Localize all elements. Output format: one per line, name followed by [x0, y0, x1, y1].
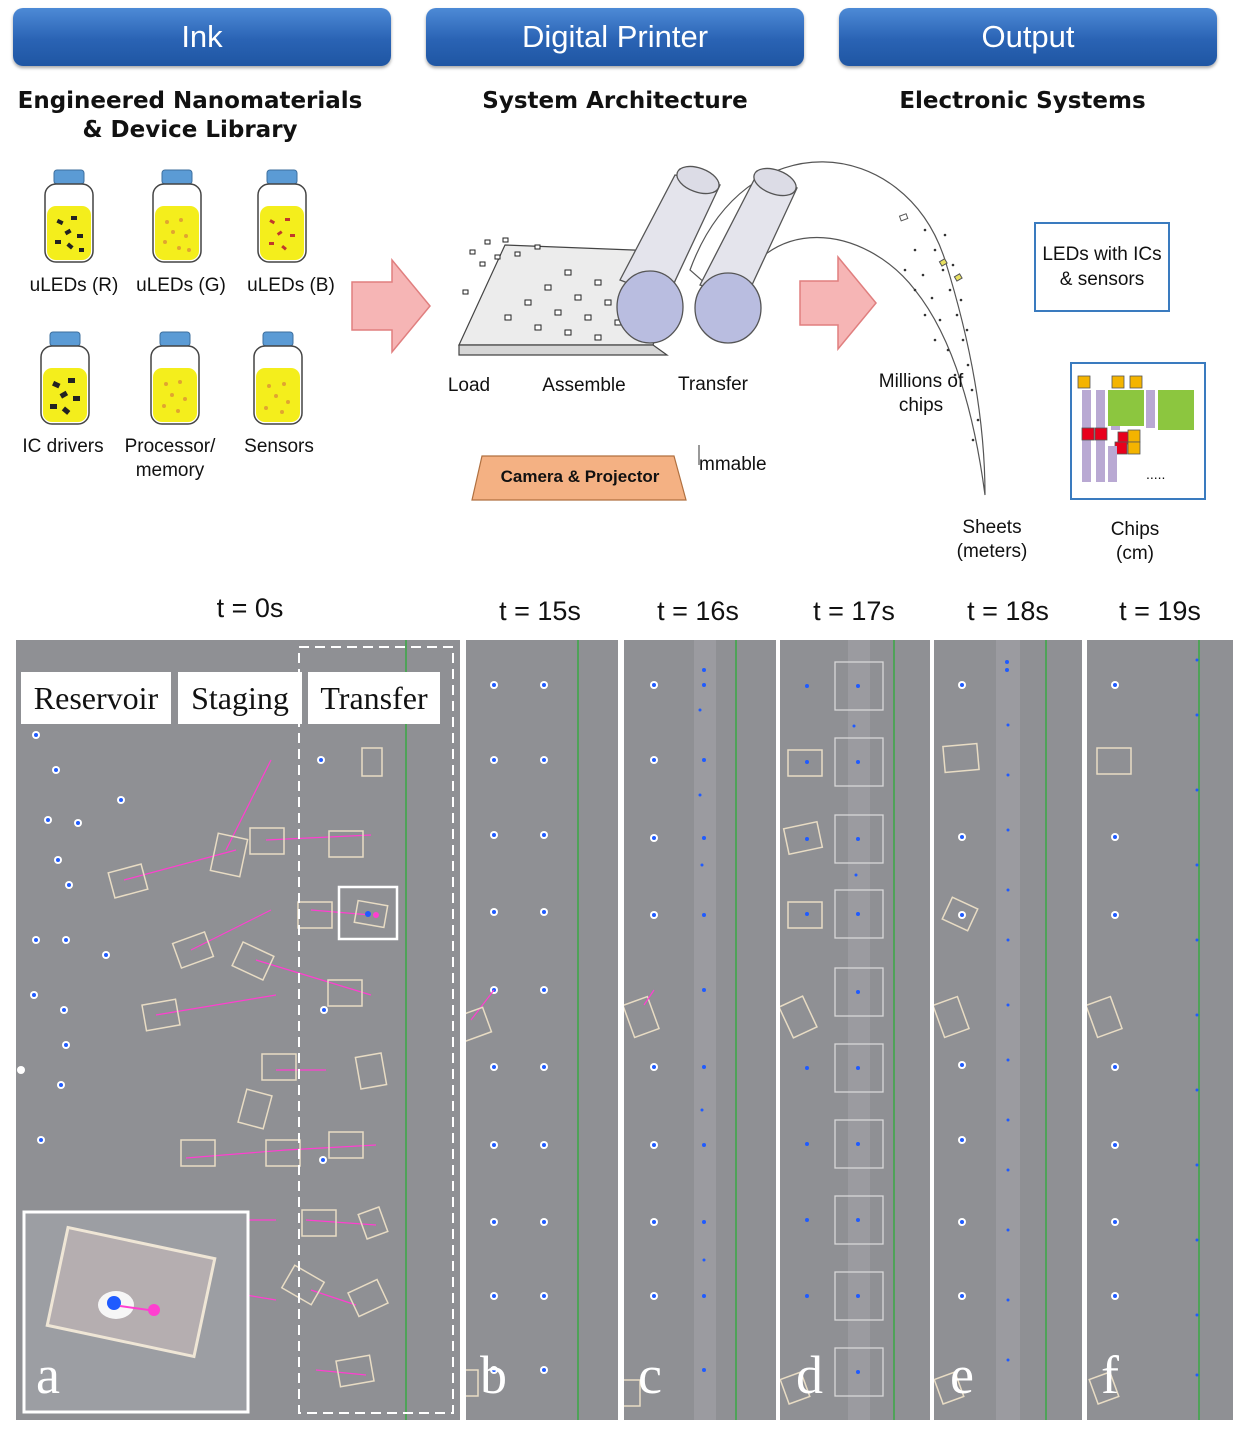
chip-layout-graphic — [1070, 362, 1206, 500]
zone-label-staging: Staging — [178, 672, 302, 724]
camera-projector-label: Camera & Projector — [500, 467, 660, 486]
jar-sensors — [253, 331, 303, 425]
jar-uleds-r — [44, 169, 94, 263]
subtitle-output: Electronic Systems — [899, 88, 1146, 114]
camera-projector-box — [471, 455, 687, 501]
panel-letter-c: c — [638, 1345, 662, 1405]
programmable-fragment-label: mmable — [699, 454, 767, 475]
label-load: Load — [447, 375, 491, 396]
micrograph-panel-e: e — [934, 640, 1082, 1420]
micrograph-panel-b: b — [466, 640, 618, 1420]
subtitle-printer: System Architecture — [482, 88, 748, 114]
time-label-17: t = 17s — [813, 596, 895, 626]
label-uleds-b: uLEDs (B) — [247, 275, 335, 296]
panel-letter-b: b — [480, 1345, 507, 1405]
label-uleds-r: uLEDs (R) — [29, 275, 119, 296]
panel-letter-d: d — [796, 1345, 823, 1405]
label-chips-cm: Chips (cm) — [1110, 519, 1160, 564]
subtitle-ink: Engineered Nanomaterials & Device Librar… — [17, 88, 363, 143]
label-uleds-g: uLEDs (G) — [136, 275, 226, 296]
micrograph-panel-c: c — [624, 640, 776, 1420]
panel-letter-f: f — [1101, 1345, 1119, 1405]
header-output: Output — [839, 8, 1217, 66]
label-assemble: Assemble — [542, 375, 626, 396]
micrograph-panel-f: f — [1087, 640, 1233, 1420]
jar-processor-memory — [150, 331, 200, 425]
header-digital-printer: Digital Printer — [426, 8, 804, 66]
zone-label-transfer: Transfer — [308, 672, 440, 724]
label-ic-drivers: IC drivers — [22, 436, 104, 457]
panel-letter-e: e — [950, 1345, 974, 1405]
time-label-0: t = 0s — [216, 593, 284, 623]
printer-architecture-graphic — [458, 161, 986, 496]
header-ink: Ink — [13, 8, 391, 66]
label-sensors: Sensors — [244, 436, 314, 457]
micrograph-panel-d: d — [780, 640, 930, 1420]
arrow-right-icon — [351, 258, 431, 354]
arrow-right-icon — [799, 255, 877, 351]
label-transfer: Transfer — [677, 374, 749, 395]
leds-ics-sensors-box: LEDs with ICs & sensors — [1034, 222, 1170, 312]
jar-uleds-b — [257, 169, 307, 263]
panel-letter-a: a — [36, 1345, 60, 1405]
label-sheets-meters: Sheets (meters) — [956, 517, 1028, 562]
micrograph-panel-a: a — [16, 640, 460, 1420]
time-label-18: t = 18s — [967, 596, 1049, 626]
label-processor-memory: Processor/ memory — [124, 436, 216, 481]
label-millions-of-chips: Millions of chips — [878, 371, 964, 416]
time-label-15: t = 15s — [499, 596, 581, 626]
ink-jars-graphic — [40, 169, 307, 425]
jar-ic-drivers — [40, 331, 90, 425]
time-label-16: t = 16s — [657, 596, 739, 626]
chips-ellipsis: ..... — [1146, 466, 1166, 482]
jar-uleds-g — [152, 169, 202, 263]
time-label-19: t = 19s — [1119, 596, 1201, 626]
zone-label-reservoir: Reservoir — [21, 672, 171, 724]
